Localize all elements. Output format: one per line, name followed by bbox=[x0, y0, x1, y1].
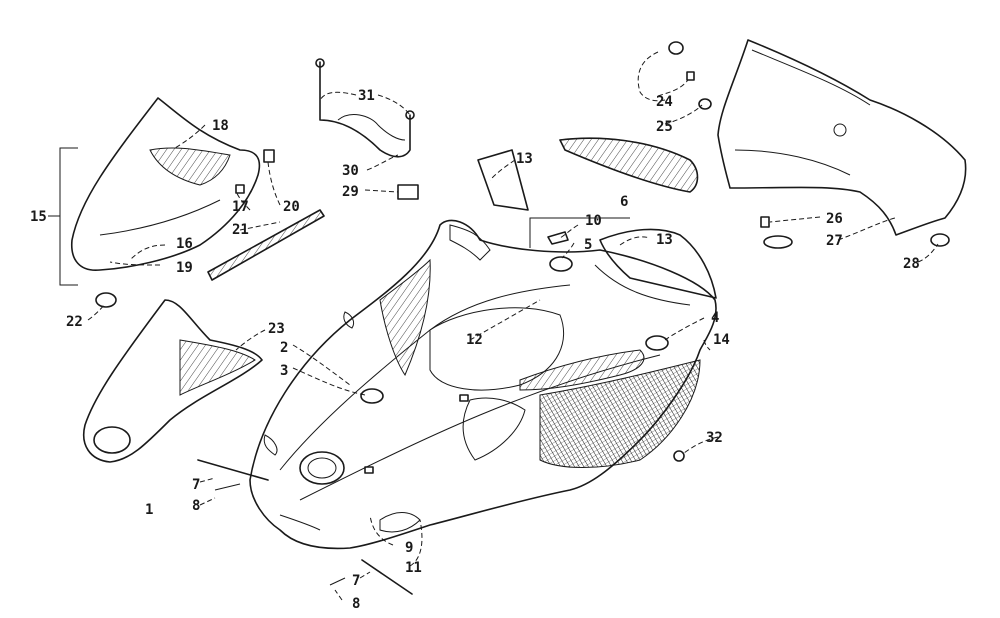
callout-17: 17 bbox=[232, 199, 249, 215]
vent-grille bbox=[559, 137, 699, 193]
callout-15: 15 bbox=[30, 209, 47, 225]
callout-19: 19 bbox=[176, 260, 193, 276]
callout-29: 29 bbox=[342, 184, 359, 200]
callout-22: 22 bbox=[66, 314, 83, 330]
callout-7-upper: 7 bbox=[192, 477, 200, 493]
decal-top bbox=[477, 149, 529, 211]
mounting-bolts bbox=[197, 450, 685, 595]
hood-body bbox=[249, 219, 717, 550]
callout-2: 2 bbox=[280, 340, 288, 356]
callout-12: 12 bbox=[466, 332, 483, 348]
windshield-hardware bbox=[668, 41, 950, 249]
side-panel bbox=[599, 228, 717, 299]
callout-1: 1 bbox=[145, 502, 153, 518]
cable-assembly bbox=[315, 58, 419, 200]
callout-25: 25 bbox=[656, 119, 673, 135]
callout-5: 5 bbox=[584, 237, 592, 253]
callout-27: 27 bbox=[826, 233, 843, 249]
callout-20: 20 bbox=[283, 199, 300, 215]
callout-10: 10 bbox=[585, 213, 602, 229]
callout-30: 30 bbox=[342, 163, 359, 179]
callout-6: 6 bbox=[620, 194, 628, 210]
callout-4: 4 bbox=[711, 310, 719, 326]
callout-13-side: 13 bbox=[656, 232, 673, 248]
callout-24: 24 bbox=[656, 94, 673, 110]
lower-cowl bbox=[83, 299, 263, 463]
callout-16: 16 bbox=[176, 236, 193, 252]
callout-9: 9 bbox=[405, 540, 413, 556]
callout-21: 21 bbox=[232, 222, 249, 238]
callout-13-top: 13 bbox=[516, 151, 533, 167]
leader-lines bbox=[48, 51, 939, 601]
callout-8-lower: 8 bbox=[352, 596, 360, 612]
callout-18: 18 bbox=[212, 118, 229, 134]
callout-3: 3 bbox=[280, 363, 288, 379]
windshield bbox=[717, 39, 967, 236]
left-cowl bbox=[71, 97, 325, 308]
callout-28: 28 bbox=[903, 256, 920, 272]
callout-26: 26 bbox=[826, 211, 843, 227]
callout-8-upper: 8 bbox=[192, 498, 200, 514]
callout-32: 32 bbox=[706, 430, 723, 446]
callout-7-lower: 7 bbox=[352, 573, 360, 589]
callout-labels: 1 2 3 4 5 6 7 7 8 8 9 10 11 12 13 13 14 … bbox=[30, 88, 920, 612]
callout-23: 23 bbox=[268, 321, 285, 337]
callout-11: 11 bbox=[405, 560, 422, 576]
hood-inserts bbox=[360, 231, 669, 474]
callout-31: 31 bbox=[358, 88, 375, 104]
callout-14: 14 bbox=[713, 332, 730, 348]
